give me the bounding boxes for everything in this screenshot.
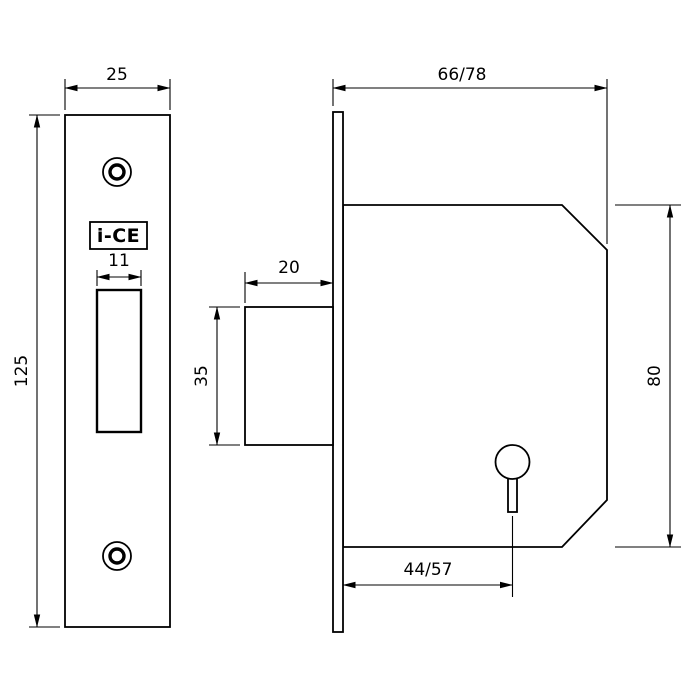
screw-hole-top-outer [102,157,132,187]
dim-backset: 44/57 [342,516,514,597]
dim-label-backset: 44/57 [404,560,453,580]
dim-bolt-throw: 20 [244,258,334,303]
dim-label-bolt-throw: 20 [278,258,300,278]
keyhole-circle [494,444,531,480]
dim-case-height: 80 [615,204,681,548]
lock-case [342,204,608,548]
faceplate-edge [332,111,344,633]
side-view [244,111,608,633]
dim-label-faceplate-height: 125 [12,355,32,387]
deadbolt [244,306,334,446]
front-view: i-CE [64,114,171,628]
dim-faceplate-height: 125 [12,114,60,628]
screw-hole-top-inner [108,163,126,181]
dim-label-cutout-width: 11 [108,251,130,271]
dim-label-case-width: 66/78 [438,65,487,85]
screw-hole-bottom-outer [102,541,132,571]
bolt-cutout [95,288,143,434]
dim-label-faceplate-width: 25 [106,65,128,85]
dim-faceplate-width: 25 [64,65,171,110]
dim-label-case-height: 80 [645,365,665,387]
dim-bolt-height: 35 [192,306,240,446]
dim-cutout-width: 11 [96,251,142,286]
screw-hole-bottom-inner [108,547,126,565]
logo-text: i-CE [97,225,140,247]
dim-label-bolt-height: 35 [192,365,212,387]
logo-frame [89,221,148,250]
dim-case-width: 66/78 [332,65,608,244]
